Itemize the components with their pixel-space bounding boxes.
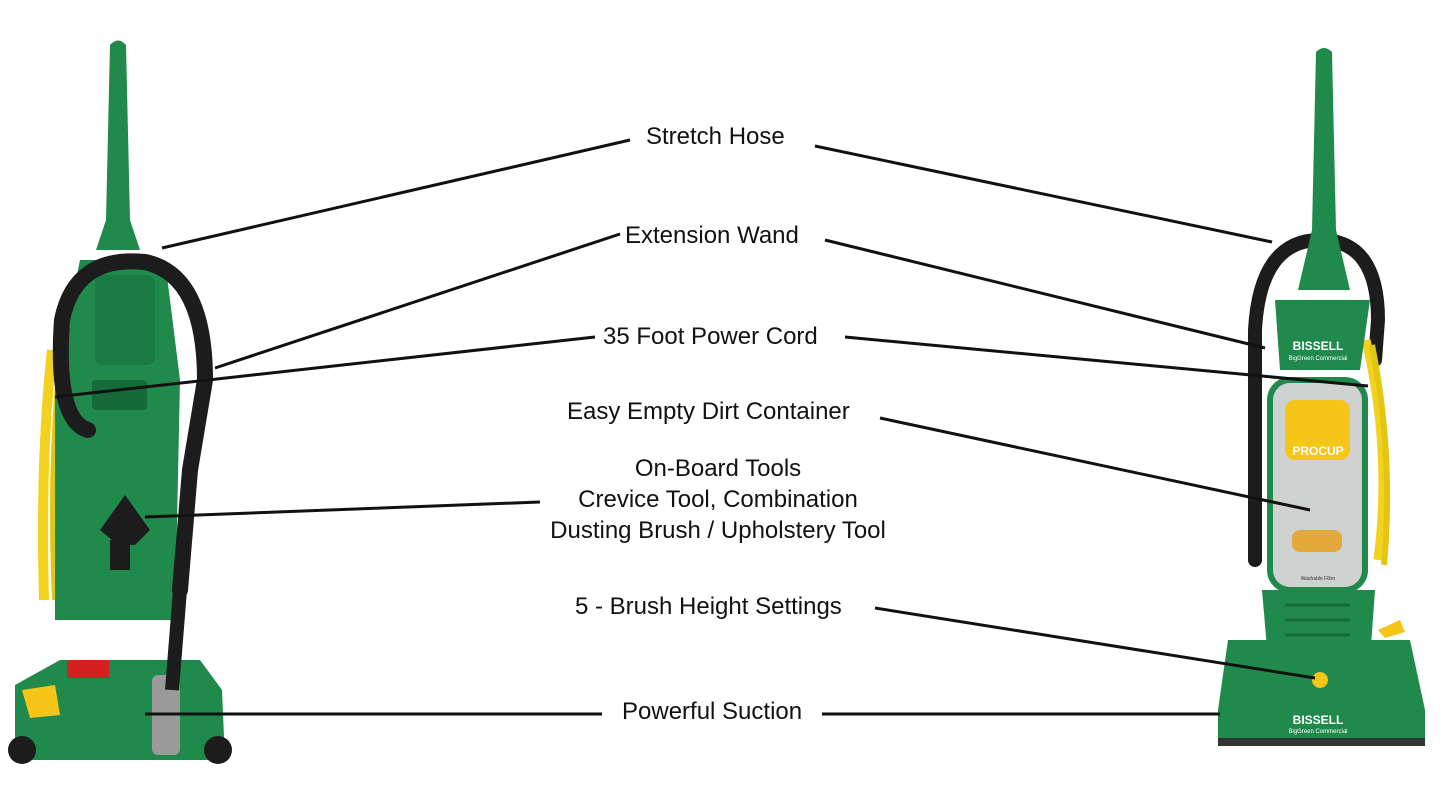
leader-stretch-hose-left (161, 138, 631, 250)
leader-extension-wand-left (214, 232, 621, 370)
filter-label: Washable Filter (1301, 576, 1336, 582)
power-cord-coil-right (1361, 338, 1391, 566)
leader-onboard-tools (144, 500, 541, 519)
vacuum-front-view: BISSELL BigGreen Commercial PROCUP Washa… (1218, 48, 1425, 746)
leader-dirt-container (879, 416, 1311, 512)
label-extension-wand: Extension Wand (625, 222, 799, 249)
leader-brush-height (874, 606, 1316, 680)
sub-brand-base: BigGreen Commercial (1288, 729, 1347, 735)
label-power-cord: 35 Foot Power Cord (603, 323, 818, 350)
procup-label: PROCUP (1292, 444, 1343, 458)
brand-logo-base: BISSELL (1293, 713, 1344, 727)
handle-right (1298, 48, 1350, 290)
label-onboard-tools: On-Board Tools Crevice Tool, Combination… (538, 453, 898, 546)
leader-power-cord-right (844, 335, 1369, 388)
sub-brand-right: BigGreen Commercial (1288, 356, 1347, 362)
stretch-hose-left (52, 253, 214, 598)
base-right (1218, 640, 1425, 740)
label-onboard-tools-line3: Dusting Brush / Upholstery Tool (550, 517, 886, 544)
leader-extension-wand-right (824, 238, 1266, 350)
label-stretch-hose: Stretch Hose (646, 123, 785, 150)
leader-stretch-hose-right (814, 144, 1273, 244)
leader-power-cord-left (54, 335, 596, 399)
leader-lines (54, 138, 1369, 716)
label-brush-height: 5 - Brush Height Settings (575, 593, 842, 620)
label-suction: Powerful Suction (622, 698, 803, 725)
label-dirt-container: Easy Empty Dirt Container (567, 398, 850, 425)
brush-height-knob (1312, 672, 1328, 688)
vacuum-rear-view (8, 40, 232, 764)
label-onboard-tools-line2: Crevice Tool, Combination (578, 486, 858, 513)
handle-left (96, 40, 140, 250)
brand-logo-right: BISSELL (1293, 339, 1344, 353)
label-onboard-tools-line1: On-Board Tools (634, 455, 802, 482)
onboard-tool-left (100, 495, 150, 545)
